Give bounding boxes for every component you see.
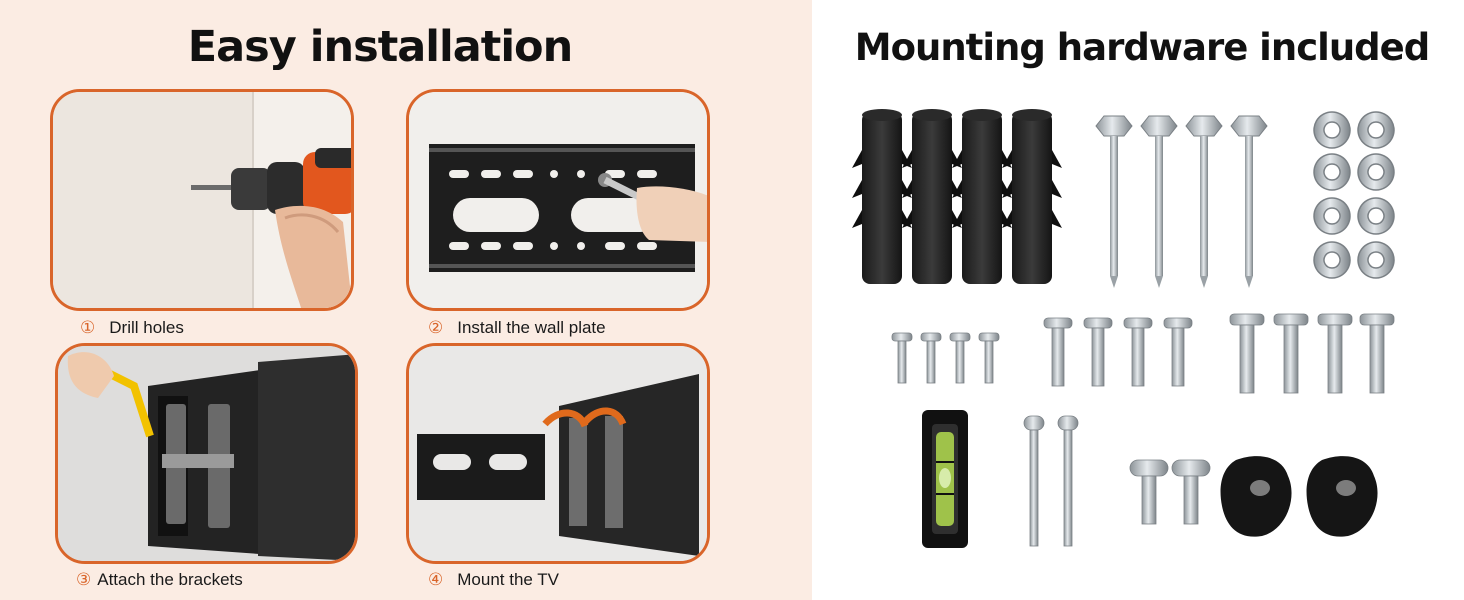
step-1-label: Drill holes [109,318,184,337]
step-2-number: ② [428,318,444,337]
washer-icon [1313,111,1395,279]
hardware-title: Mounting hardware included [854,26,1430,69]
step-2-caption: ② Install the wall plate [428,318,606,338]
step-brackets-image [55,343,358,564]
installation-title: Easy installation [187,22,573,72]
installation-panel: Easy installation [0,0,812,600]
step-drill-image [50,89,354,311]
lag-screw-icon [1095,115,1268,288]
tv-bracket-icon [58,346,355,561]
step-wall-plate-image [406,89,710,311]
step-mount-tv-image [406,343,710,564]
step-3-number: ③ [76,570,92,589]
wall-anchor-icon [852,109,1062,284]
knob-nut-icon [1220,456,1378,537]
step-2-label: Install the wall plate [457,318,606,337]
hardware-illustration [852,109,1395,548]
step-1-number: ① [80,318,96,337]
step-4-label: Mount the TV [457,570,559,589]
step-3-label: Attach the brackets [97,570,243,589]
step-4-number: ④ [428,570,444,589]
wall-plate-icon [409,92,707,308]
step-4-caption: ④ Mount the TV [428,570,559,590]
tv-mount-icon [409,346,707,561]
bubble-level-icon [922,410,968,548]
bolt-icon [891,313,1395,547]
step-3-caption: ③ Attach the brackets [76,570,243,590]
hardware-panel: Mounting hardware included [812,0,1464,600]
step-1-caption: ① Drill holes [80,318,184,338]
drill-icon [53,92,351,308]
